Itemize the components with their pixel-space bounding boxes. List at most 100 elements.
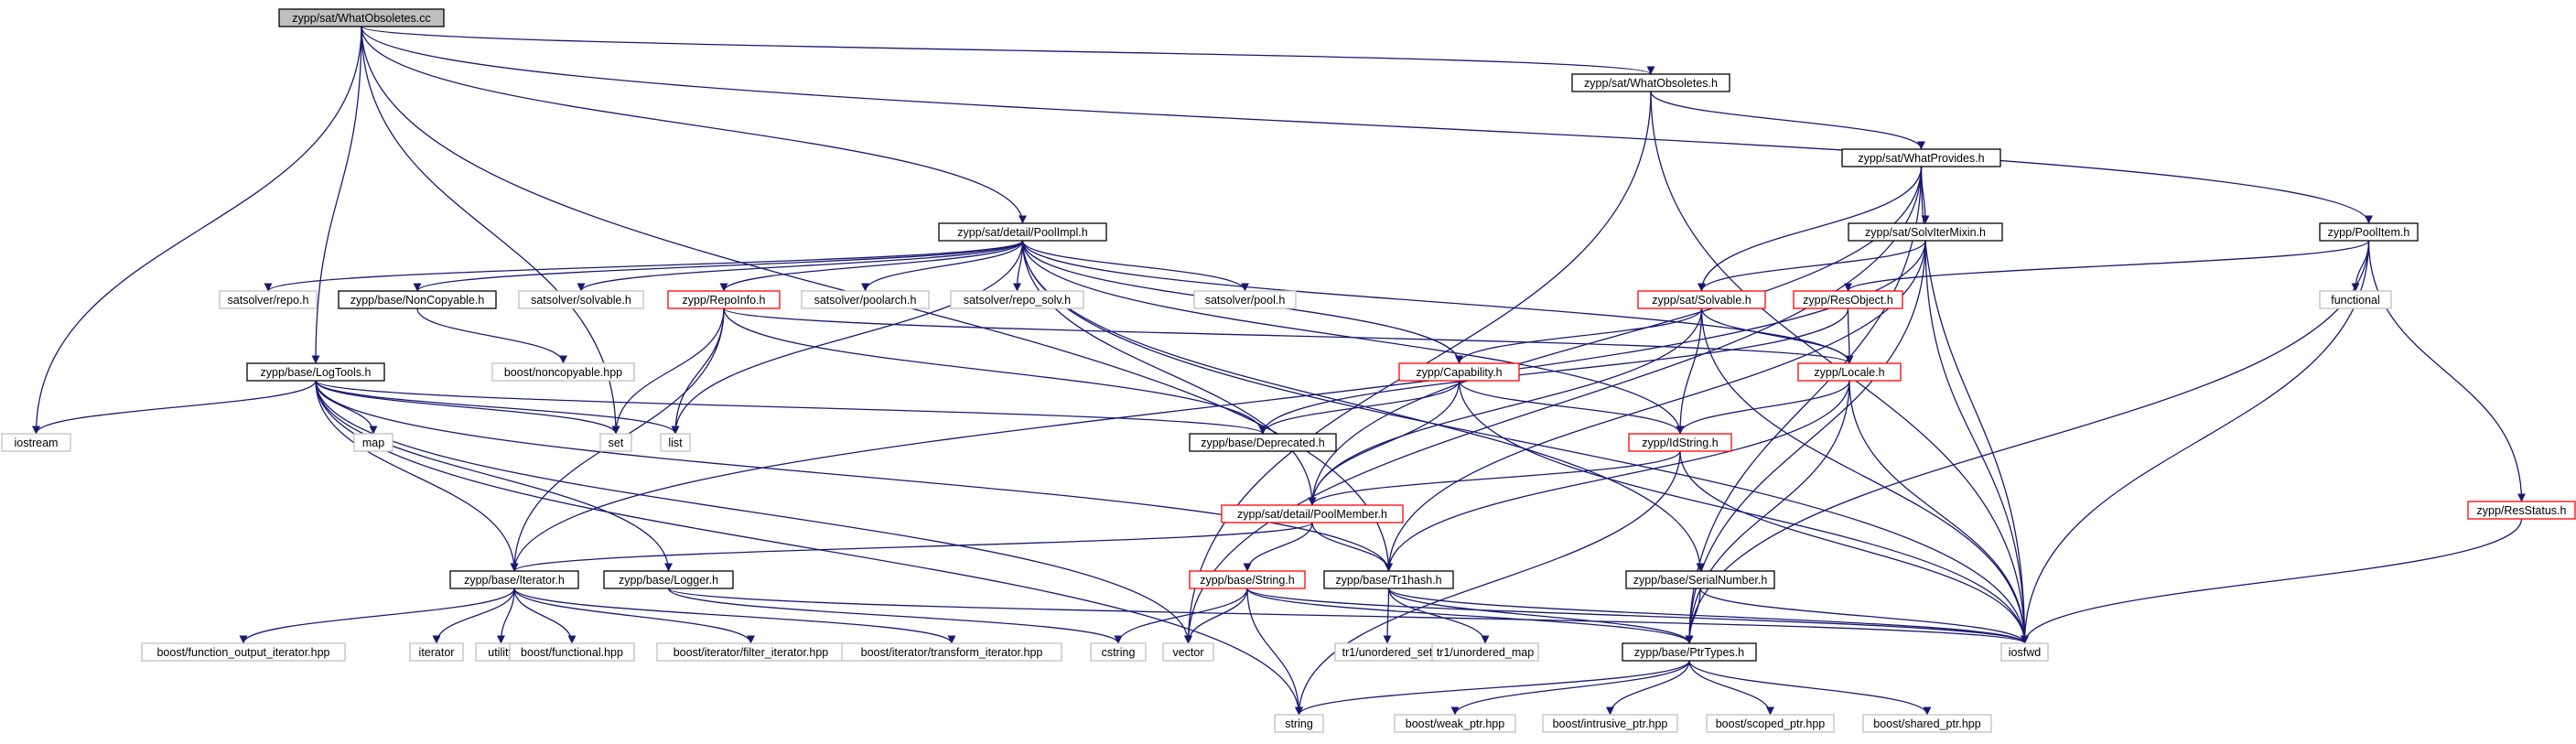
node-repoinfo[interactable]: zypp/RepoInfo.h	[667, 290, 781, 309]
node-poolmember[interactable]: zypp/sat/detail/PoolMember.h	[1221, 504, 1404, 523]
node-poolitem[interactable]: zypp/PoolItem.h	[2319, 222, 2419, 242]
node-ptrtypes[interactable]: zypp/base/PtrTypes.h	[1622, 642, 1757, 662]
edge-resstatus-to-iosfwd	[2021, 518, 2523, 644]
node-boost-scoped-ptr: boost/scoped_ptr.hpp	[1706, 714, 1835, 733]
node-label: list	[668, 437, 683, 449]
node-label: functional	[2331, 294, 2380, 307]
node-boost-transform-iter: boost/iterator/transform_iterator.hpp	[841, 642, 1062, 662]
edge-capability-to-deprecated	[1258, 380, 1460, 435]
node-label: map	[362, 437, 384, 449]
edge-root-to-logtools	[311, 26, 362, 364]
node-label: boost/weak_ptr.hpp	[1406, 717, 1504, 730]
node-box	[1848, 222, 2003, 242]
node-whatobsoletes-h[interactable]: zypp/sat/WhatObsoletes.h	[1571, 73, 1730, 92]
node-string-h[interactable]: zypp/base/String.h	[1189, 570, 1306, 589]
node-label: boost/function_output_iterator.hpp	[156, 646, 329, 659]
node-logtools[interactable]: zypp/base/LogTools.h	[246, 362, 385, 382]
node-box	[1542, 714, 1678, 733]
node-box	[2000, 642, 2049, 662]
node-box	[518, 290, 644, 309]
edge-whatprovides-to-iosfwd	[1920, 166, 2029, 644]
node-box	[141, 642, 346, 662]
node-label: boost/iterator/transform_iterator.hpp	[861, 646, 1043, 659]
edge-string_h-to-ptrtypes	[1246, 588, 1694, 644]
edge-poolimpl-to-sat_pool	[1021, 240, 1249, 292]
node-label: boost/intrusive_ptr.hpp	[1553, 717, 1668, 730]
edge-string_h-to-vector	[1184, 588, 1248, 644]
node-iterator-h[interactable]: zypp/base/Iterator.h	[449, 570, 579, 589]
edge-poolimpl-to-locale	[1021, 240, 1854, 364]
edge-poolmember-to-iterator_h	[510, 522, 1313, 572]
node-label: zypp/sat/detail/PoolImpl.h	[957, 226, 1087, 239]
node-label: set	[609, 437, 624, 449]
node-box	[449, 570, 579, 589]
node-box	[1189, 433, 1337, 452]
node-box	[1571, 73, 1730, 92]
node-box	[338, 290, 497, 309]
node-resobject[interactable]: zypp/ResObject.h	[1793, 290, 1903, 309]
node-box	[1862, 714, 1992, 733]
node-label: boost/scoped_ptr.hpp	[1716, 717, 1826, 730]
node-noncopyable-h[interactable]: zypp/base/NonCopyable.h	[338, 290, 497, 309]
edge-whatprovides-to-solvable	[1698, 166, 1923, 292]
node-box	[599, 433, 632, 452]
node-label: satsolver/solvable.h	[531, 294, 631, 307]
edge-solviter-to-tr1hash	[1385, 240, 1926, 572]
edge-idstring-to-poolmember	[1308, 450, 1681, 506]
edge-logger-to-iosfwd	[667, 588, 2029, 644]
node-deprecated[interactable]: zypp/base/Deprecated.h	[1189, 433, 1337, 452]
edge-serialnumber-to-iosfwd	[1699, 588, 2029, 644]
edge-logtools-to-vector	[315, 380, 1192, 644]
node-label: satsolver/repo.h	[228, 294, 309, 307]
node-box	[1622, 642, 1757, 662]
node-tr1hash[interactable]: zypp/base/Tr1hash.h	[1323, 570, 1454, 589]
node-capability[interactable]: zypp/Capability.h	[1398, 362, 1520, 382]
edge-root-to-set	[361, 26, 620, 435]
node-boost-shared-ptr: boost/shared_ptr.hpp	[1862, 714, 1992, 733]
node-root[interactable]: zypp/sat/WhatObsoletes.cc	[278, 8, 445, 27]
node-label: tr1/unordered_map	[1437, 646, 1534, 659]
node-solvable[interactable]: zypp/sat/Solvable.h	[1637, 290, 1766, 309]
node-box	[1189, 570, 1306, 589]
edge-ptrtypes-to-string	[1295, 660, 1690, 716]
node-box	[1162, 642, 1214, 662]
node-string: string	[1274, 714, 1324, 733]
node-label: utility	[488, 646, 514, 659]
edge-capability-to-idstring	[1458, 380, 1685, 435]
node-logger[interactable]: zypp/base/Logger.h	[603, 570, 734, 589]
node-whatprovides[interactable]: zypp/sat/WhatProvides.h	[1841, 148, 2001, 167]
node-resstatus[interactable]: zypp/ResStatus.h	[2467, 501, 2576, 520]
node-box	[409, 642, 464, 662]
node-label: zypp/base/Logger.h	[619, 574, 718, 587]
node-solviter[interactable]: zypp/sat/SolvIterMixin.h	[1848, 222, 2003, 242]
node-vector: vector	[1162, 642, 1214, 662]
node-poolimpl[interactable]: zypp/sat/detail/PoolImpl.h	[938, 222, 1107, 242]
node-locale[interactable]: zypp/Locale.h	[1797, 362, 1902, 382]
node-label: zypp/sat/Solvable.h	[1652, 294, 1751, 307]
edge-idstring-to-iosfwd	[1679, 450, 2029, 644]
node-serialnumber[interactable]: zypp/base/SerialNumber.h	[1625, 570, 1775, 589]
edge-solvable-to-capability	[1455, 307, 1703, 364]
edge-poolmember-to-tr1hash	[1311, 522, 1393, 572]
node-box	[1193, 290, 1297, 309]
edges-layer	[32, 26, 2526, 716]
node-idstring[interactable]: zypp/IdString.h	[1628, 433, 1732, 452]
node-set: set	[599, 433, 632, 452]
node-box	[1841, 148, 2001, 167]
nodes-layer: zypp/sat/WhatObsoletes.cc zypp/sat/WhatOb…	[1, 8, 2576, 733]
node-box	[1706, 714, 1835, 733]
node-iterator: iterator	[409, 642, 464, 662]
node-sat-repo: satsolver/repo.h	[219, 290, 318, 309]
edge-ptrtypes-to-boost_scoped_ptr	[1688, 660, 1774, 716]
edge-poolimpl-to-sat_poolarch	[861, 240, 1024, 292]
edge-logtools-to-deprecated	[315, 380, 1267, 435]
node-functional: functional	[2319, 290, 2392, 309]
node-label: satsolver/repo_solv.h	[964, 294, 1071, 307]
edge-logtools-to-iterator_h	[315, 380, 519, 572]
node-label: zypp/sat/WhatProvides.h	[1858, 152, 1984, 165]
edge-repoinfo-to-locale	[723, 307, 1854, 364]
node-label: iostream	[15, 437, 59, 449]
edge-capability-to-poolmember	[1308, 380, 1460, 506]
edge-repoinfo-to-list	[671, 307, 725, 435]
